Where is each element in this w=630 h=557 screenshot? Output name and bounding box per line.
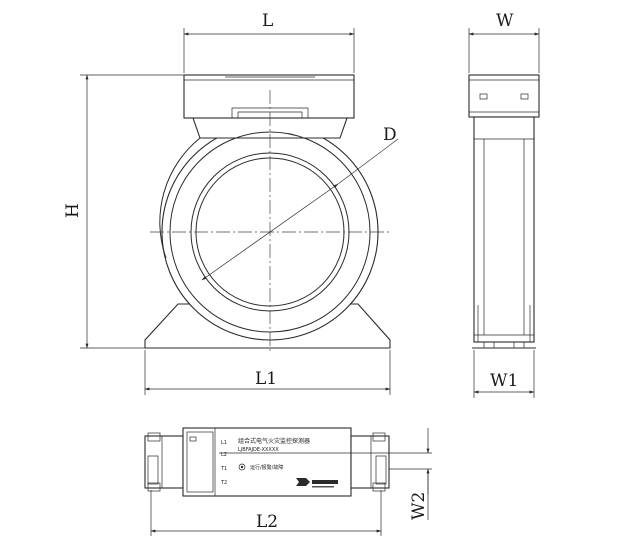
dim-h: H: [63, 74, 184, 349]
status-led-icon: [238, 463, 246, 471]
side-screw-right: [520, 93, 529, 100]
dim-w2: W2: [409, 428, 430, 520]
dim-l: L: [183, 11, 355, 73]
dim-l1-label: L1: [255, 369, 277, 389]
status-led-dot-icon: [240, 465, 244, 469]
side-body: [473, 116, 535, 343]
terminal-l2: L2: [221, 452, 227, 458]
front-top-box: [183, 74, 355, 119]
dim-l2-label: L2: [256, 512, 278, 532]
dim-w1-label: W1: [490, 371, 518, 391]
front-view: D: [144, 74, 399, 352]
module-body: [182, 427, 352, 497]
side-view: [468, 74, 540, 349]
indicator-label: 运行/报警/故障: [250, 464, 283, 471]
module-view: L1 L2 T1 T2 组合式电气火灾监控探测器 LJBFAJDE-XXXXX …: [144, 427, 432, 497]
dim-l1: L1: [144, 350, 391, 395]
dim-w1: W1: [473, 350, 535, 398]
brand-logo-icon: [296, 478, 338, 488]
terminal-t1: T1: [220, 466, 227, 472]
terminal-l1: L1: [221, 440, 227, 446]
module-model: LJBFAJDE-XXXXX: [238, 447, 279, 453]
dim-l2: L2: [150, 490, 382, 536]
module-right-connector: [350, 435, 390, 489]
dim-l-label: L: [262, 11, 273, 31]
dim-h-label: H: [63, 203, 83, 218]
dim-d-label: D: [383, 125, 397, 145]
side-top-box: [468, 74, 540, 118]
module-left-connector: [144, 435, 184, 489]
dim-w-label: W: [496, 11, 514, 31]
dim-w: W: [468, 11, 540, 73]
side-screw-left: [479, 93, 488, 100]
module-title: 组合式电气火灾监控探测器: [238, 437, 310, 445]
dim-w2-label: W2: [409, 492, 429, 520]
terminal-t2: T2: [220, 480, 227, 486]
